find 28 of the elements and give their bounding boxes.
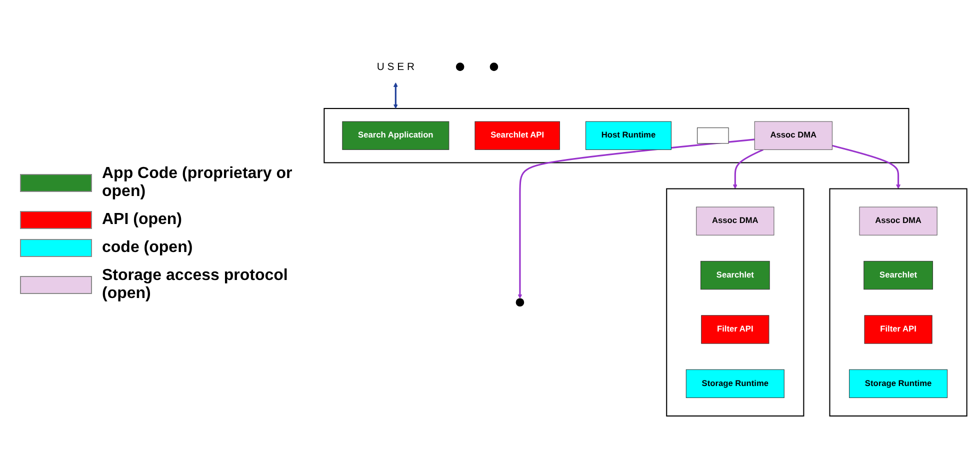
- node-box: Searchlet: [700, 261, 770, 290]
- node-box: Search Application: [342, 122, 450, 150]
- cluster: [666, 188, 804, 417]
- node-box: Host Runtime: [585, 122, 672, 150]
- arrow: [732, 149, 764, 190]
- node-circle: [490, 63, 498, 72]
- arrow: [393, 82, 398, 110]
- node-box: Storage Runtime: [686, 370, 784, 398]
- legend-label: Storage access protocol (open): [102, 267, 289, 303]
- node-circle: [456, 63, 464, 72]
- node-box: Searchlet: [864, 261, 933, 290]
- legend-label: API (open): [102, 211, 182, 229]
- node-circle: [516, 298, 524, 307]
- node-box: Assoc DMA: [859, 207, 938, 236]
- legend-label: code (open): [102, 239, 193, 257]
- node-text: U S E R: [376, 61, 414, 73]
- node-box: Assoc DMA: [754, 122, 832, 150]
- node-box: Searchlet API: [474, 122, 560, 150]
- cluster: [324, 108, 910, 164]
- node-box: Assoc DMA: [696, 207, 774, 236]
- legend-label: App Code (proprietary or open): [102, 165, 294, 201]
- node-box: Storage Runtime: [849, 370, 948, 398]
- node-box: Filter API: [701, 316, 770, 344]
- node-box: [697, 128, 729, 144]
- arrow: [518, 139, 755, 300]
- arrow: [832, 145, 901, 190]
- cluster: [829, 188, 968, 417]
- node-box: Filter API: [864, 316, 932, 344]
